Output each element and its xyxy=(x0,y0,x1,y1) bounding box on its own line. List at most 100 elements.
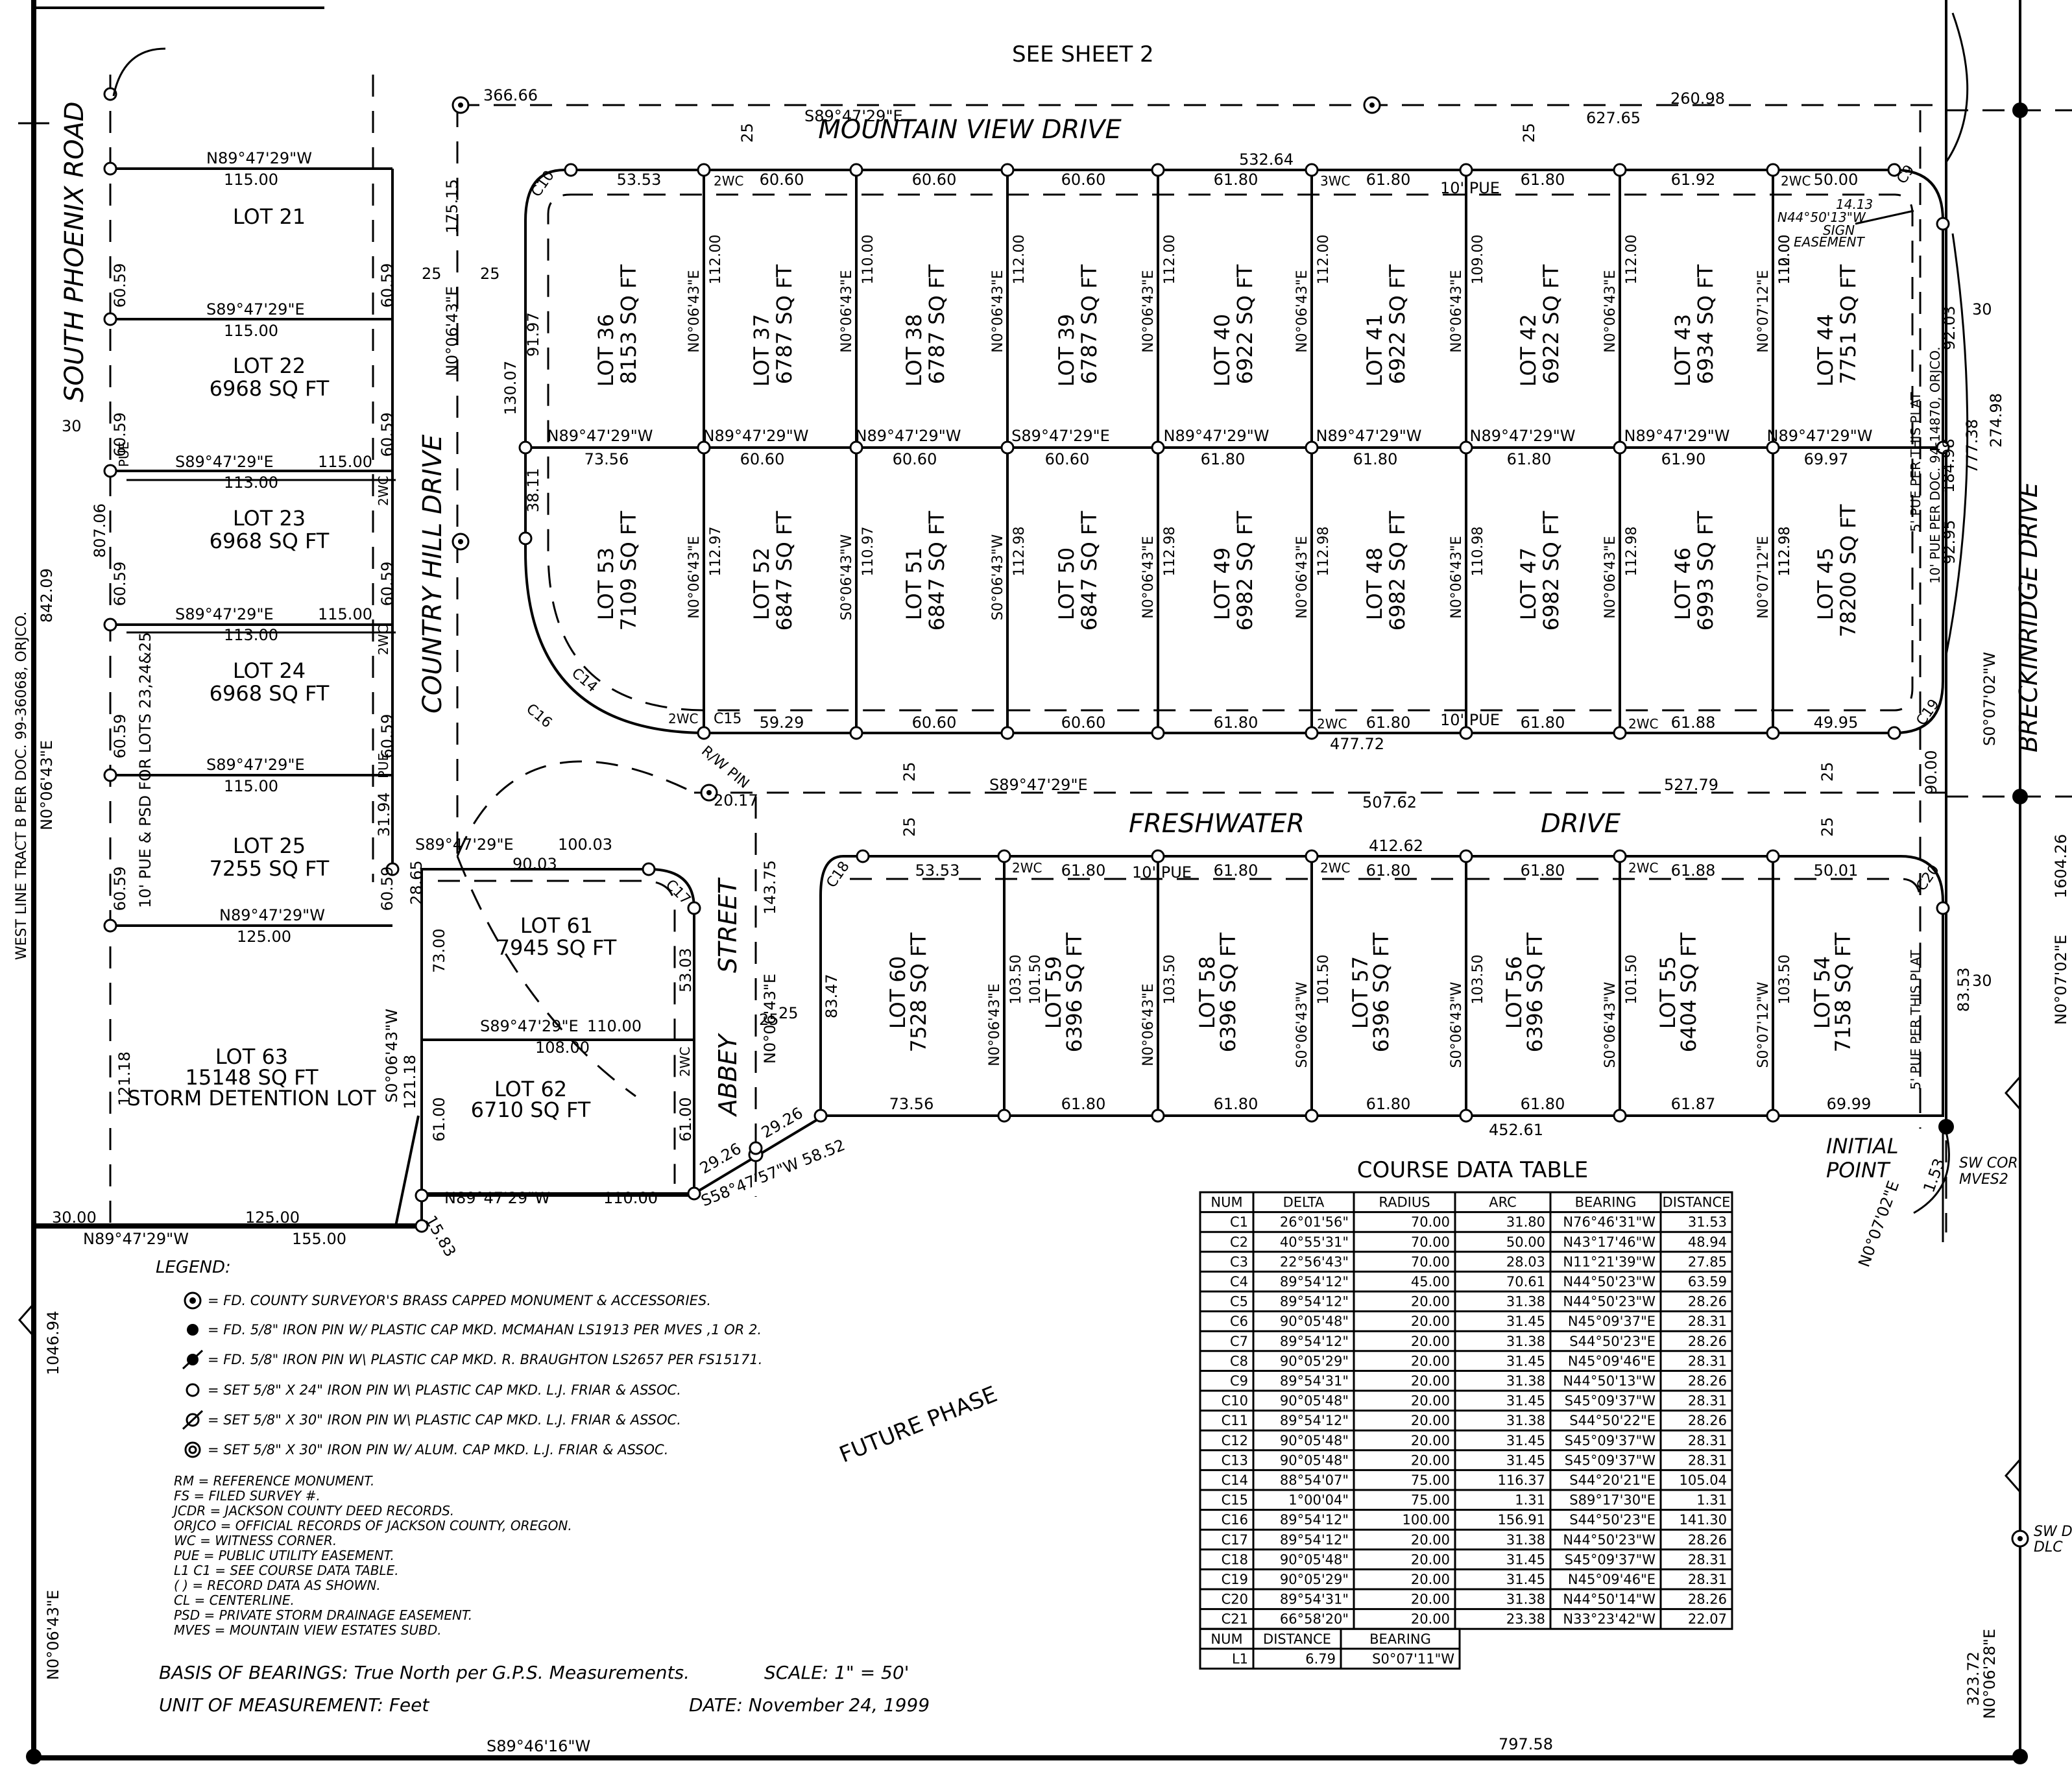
dist-2926b: 29.26 xyxy=(758,1104,806,1142)
side-dist: 60.59 xyxy=(111,413,129,457)
lot-area: 6982 SQ FT xyxy=(1385,510,1410,630)
side-dist: S0°06'43"W xyxy=(839,534,855,620)
dist-3811: 38.11 xyxy=(524,468,542,512)
curve-label: C17 xyxy=(662,877,693,908)
legend-abbrev: PUE = PUBLIC UTILITY EASEMENT. xyxy=(174,1548,394,1563)
dist-3194: 31.94 xyxy=(375,792,393,837)
lot-name: LOT 25 xyxy=(233,834,306,858)
side-dist: N0°06'43"E xyxy=(1140,536,1157,619)
lot-name: LOT 52 xyxy=(749,547,774,620)
lot-dist: 61.80 xyxy=(1201,450,1246,468)
road-width-30-c: 30 xyxy=(1972,972,1992,990)
side-dist: 112.00 xyxy=(1624,235,1640,285)
wc-label-d: 2WC xyxy=(668,711,698,726)
side-dist: 103.50 xyxy=(1008,955,1024,1005)
lot-bearing: N89°47'29"W xyxy=(1470,427,1576,445)
table-cell: 89°54'12" xyxy=(1280,1334,1349,1349)
dist-2017: 20.17 xyxy=(714,791,758,810)
lot-name: LOT 57 xyxy=(1348,956,1373,1029)
lot-dist: 60.60 xyxy=(1045,450,1090,468)
lot61-area: 7945 SQ FT xyxy=(497,935,617,960)
pue-label-west-a: PUE xyxy=(116,442,132,467)
table-cell: 66°58'20" xyxy=(1280,1611,1349,1627)
lot-name: LOT 44 xyxy=(1813,314,1838,387)
table-cell: 88°54'07" xyxy=(1280,1472,1349,1488)
bearing-fw: S89°47'29"E xyxy=(989,776,1088,794)
lot-bearing: N89°47'29"W xyxy=(548,427,653,445)
side-dist: 112.98 xyxy=(1011,527,1028,577)
lot-area: 6396 SQ FT xyxy=(1216,932,1240,1052)
road-width-25-d: 25 xyxy=(778,1004,799,1022)
side-dist: 103.50 xyxy=(1162,955,1178,1005)
frontage: 61.80 xyxy=(1366,861,1411,880)
dist-260: 260.98 xyxy=(1670,90,1725,108)
west-d21: 115.00 xyxy=(224,171,278,189)
side-dist: N0°06'43"E xyxy=(1449,536,1465,619)
lot63-desc: STORM DETENTION LOT xyxy=(127,1086,376,1111)
table-cell: 105.04 xyxy=(1680,1472,1727,1488)
side-bearing: S0°06'43"W xyxy=(1449,981,1465,1068)
lot-area: 6847 SQ FT xyxy=(924,510,949,630)
table-cell: 31.53 xyxy=(1688,1214,1727,1230)
dist-9295: 92.95 xyxy=(1940,520,1958,564)
side-dist: N0°06'43"E xyxy=(1294,536,1310,619)
west-d23b: 113.00 xyxy=(224,474,278,492)
sw-d-label: SW D xyxy=(2034,1524,2072,1540)
frontage: 61.80 xyxy=(1214,1095,1259,1113)
dist-366: 366.66 xyxy=(483,86,538,104)
table-cell: 90°05'29" xyxy=(1280,1572,1349,1587)
table-cell: L1 xyxy=(1232,1651,1248,1666)
table-cell: C19 xyxy=(1222,1572,1248,1587)
dist-9203: 92.03 xyxy=(1940,306,1958,350)
dist-10003: 100.03 xyxy=(558,835,612,854)
table-cell: 28.31 xyxy=(1688,1393,1727,1409)
dist-13007: 130.07 xyxy=(501,361,520,415)
legend-abbrev: L1 C1 = SEE COURSE DATA TABLE. xyxy=(174,1563,399,1578)
lot-name: LOT 47 xyxy=(1516,547,1541,620)
lot-area: 6787 SQ FT xyxy=(1077,264,1102,384)
table-cell: 20.00 xyxy=(1411,1572,1450,1587)
dist-9197: 91.97 xyxy=(524,312,542,357)
legend-abbrev: JCDR = JACKSON COUNTY DEED RECORDS. xyxy=(171,1503,454,1519)
street-country-hill: COUNTRY HILL DRIVE xyxy=(418,434,448,714)
side-dist: 112.00 xyxy=(708,235,724,285)
side-bearing: N0°06'43"E xyxy=(1140,983,1157,1066)
table-cell: C13 xyxy=(1222,1452,1248,1468)
lot-area: 6968 SQ FT xyxy=(210,376,330,401)
table-cell: N33°23'42"W xyxy=(1563,1611,1656,1627)
road-width-25-j: 25 xyxy=(1818,817,1837,837)
table-cell: 89°54'31" xyxy=(1280,1373,1349,1389)
side-bearing: N0°06'43"E xyxy=(839,270,855,353)
table-cell: 31.45 xyxy=(1506,1393,1545,1409)
lot-name: LOT 39 xyxy=(1054,314,1079,387)
side-dist: 112.00 xyxy=(1777,235,1793,285)
table-cell: 90°05'48" xyxy=(1280,1314,1349,1329)
dist-9000: 90.00 xyxy=(1922,750,1940,795)
legend-symbols xyxy=(182,1291,204,1458)
legend-abbreviations: RM = REFERENCE MONUMENT.FS = FILED SURVE… xyxy=(171,1473,572,1638)
table-cell: 20.00 xyxy=(1411,1433,1450,1448)
dist-10800: 108.00 xyxy=(535,1039,590,1057)
road-width-25-e: 25 xyxy=(738,123,756,143)
table-cell: N44°50'23"W xyxy=(1563,1274,1656,1290)
table-cell: 90°05'48" xyxy=(1280,1393,1349,1409)
frontage: 61.80 xyxy=(1521,171,1565,189)
legend-abbrev: MVES = MOUNTAIN VIEW ESTATES SUBD. xyxy=(174,1622,442,1638)
frontage: 60.60 xyxy=(1061,714,1106,732)
dist-527: 527.79 xyxy=(1664,776,1718,794)
legend-item: = SET 5/8" X 30" IRON PIN W\ PLASTIC CAP… xyxy=(208,1412,681,1428)
bearing-bottom: S89°46'16"W xyxy=(487,1737,590,1755)
side-bearing: S0°06'43"W xyxy=(1602,981,1619,1068)
table-cell: 31.38 xyxy=(1506,1592,1545,1607)
dist-2865: 28.65 xyxy=(407,860,426,905)
bearing-lot61: S89°47'29"E xyxy=(415,835,514,854)
legend-abbrev: ( ) = RECORD DATA AS SHOWN. xyxy=(174,1578,381,1593)
dlc-label: DLC xyxy=(2034,1539,2063,1555)
lot61-name: LOT 61 xyxy=(520,913,593,938)
wc-label-f: 2WC xyxy=(1628,716,1658,732)
legend-abbrev: FS = FILED SURVEY #. xyxy=(174,1488,320,1504)
dist-452: 452.61 xyxy=(1489,1121,1543,1139)
lot-bearing: N89°47'29"W xyxy=(1624,427,1730,445)
lot-area: 6396 SQ FT xyxy=(1062,932,1087,1052)
side-dist: 60.59 xyxy=(111,562,129,606)
